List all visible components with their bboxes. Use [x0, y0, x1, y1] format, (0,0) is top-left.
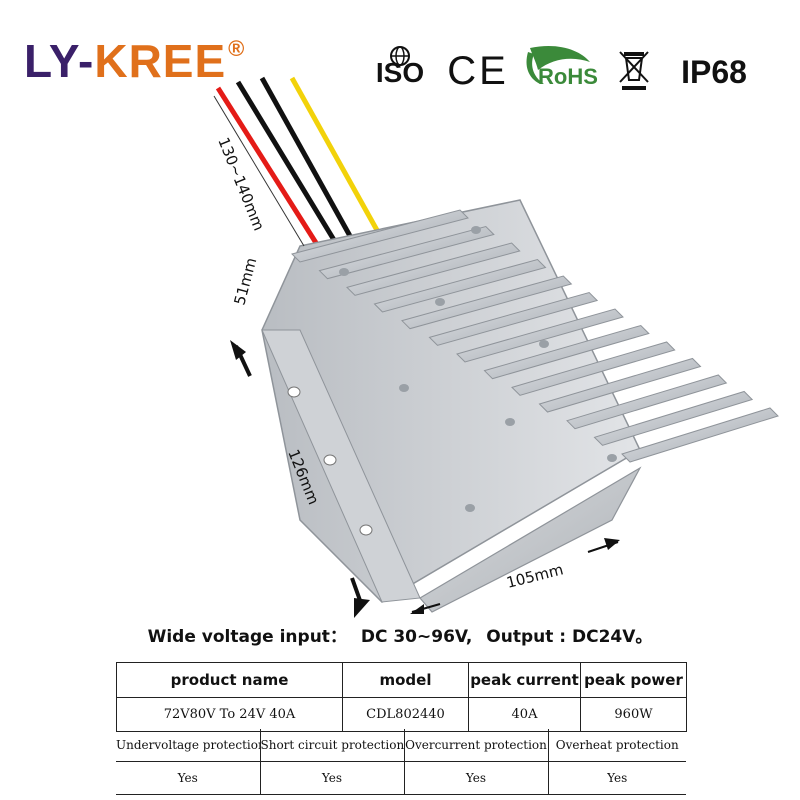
value-peak-power: 960W: [580, 697, 687, 732]
spec-value-row: 72V80V To 24V 40A CDL802440 40A 960W: [116, 697, 687, 732]
fin-screw: [539, 340, 549, 348]
heatsink-fin: [511, 341, 676, 396]
protection-table: Undervoltage protection Short circuit pr…: [116, 729, 686, 795]
rohs-label: RoHS: [538, 64, 598, 89]
heatsink-fins: [291, 209, 779, 512]
product-illustration: 130~140mm 51mm 126mm 105mm: [213, 76, 779, 618]
fin-screw: [399, 384, 409, 392]
heatsink-fin: [346, 242, 521, 296]
header-peak-power: peak power: [580, 662, 687, 698]
registered-mark: ®: [228, 36, 246, 61]
heatsink-fin: [318, 225, 495, 280]
brand-name-part1: LY-: [24, 35, 95, 87]
fin-screw: [435, 298, 445, 306]
protection-value-row: Yes Yes Yes Yes: [116, 761, 686, 795]
heatsink-fin: [483, 324, 650, 380]
dimension-height: 51mm: [230, 256, 260, 307]
dimension-cable: 130~140mm: [214, 135, 268, 234]
output-label: Output : DC24V。: [486, 627, 653, 647]
weee-bin-icon: [619, 51, 649, 90]
value-product-name: 72V80V To 24V 40A: [116, 697, 343, 732]
rohs-icon: RoHS: [526, 45, 598, 89]
header-model: model: [342, 662, 469, 698]
header-overheat: Overheat protection: [547, 729, 686, 762]
value-short-circuit: Yes: [259, 761, 405, 795]
value-overcurrent: Yes: [403, 761, 549, 795]
header-overcurrent: Overcurrent protection: [403, 729, 549, 762]
heatsink-fin: [401, 275, 573, 330]
heatsink-fin: [593, 390, 754, 446]
value-overheat: Yes: [547, 761, 686, 795]
fin-screw: [339, 268, 349, 276]
heatsink-fin: [373, 258, 547, 313]
value-undervoltage: Yes: [116, 761, 261, 795]
value-model: CDL802440: [342, 697, 469, 732]
fin-screw: [471, 226, 481, 234]
input-label: Wide voltage input：: [147, 627, 347, 647]
header-undervoltage: Undervoltage protection: [116, 729, 261, 762]
voltage-headline: Wide voltage input： DC 30~96V, Output : …: [0, 622, 800, 647]
fin-screw: [607, 454, 617, 462]
fin-screw: [505, 418, 515, 426]
heatsink-fin: [538, 357, 702, 413]
iso-icon: ISO: [376, 46, 424, 88]
protection-header-row: Undervoltage protection Short circuit pr…: [116, 729, 686, 762]
cable-bundle: [215, 76, 381, 248]
value-peak-current: 40A: [468, 697, 581, 732]
spec-header-row: product name model peak current peak pow…: [116, 662, 687, 698]
heatsink-fin: [621, 407, 779, 463]
iso-label: ISO: [376, 57, 424, 88]
brand-name-part2: KREE: [94, 35, 227, 87]
header-peak-current: peak current: [468, 662, 581, 698]
brand-logo: LY-KREE®: [24, 35, 246, 87]
certification-icons: ISO CE RoHS IP68: [376, 45, 747, 93]
ce-mark: CE: [447, 49, 509, 93]
fin-screw: [465, 504, 475, 512]
ip-rating: IP68: [681, 54, 747, 90]
heatsink-fin: [291, 209, 469, 263]
header-short-circuit: Short circuit protection: [259, 729, 405, 762]
heatsink-fin: [428, 291, 599, 346]
heatsink-fin: [456, 308, 624, 363]
header-product-name: product name: [116, 662, 343, 698]
certification-marks: ISO CE RoHS IP68: [368, 40, 768, 96]
converter-housing: [261, 199, 642, 613]
spec-table: product name model peak current peak pow…: [116, 662, 687, 732]
heatsink-fin: [566, 374, 728, 430]
input-value: DC 30~96V,: [360, 627, 473, 647]
